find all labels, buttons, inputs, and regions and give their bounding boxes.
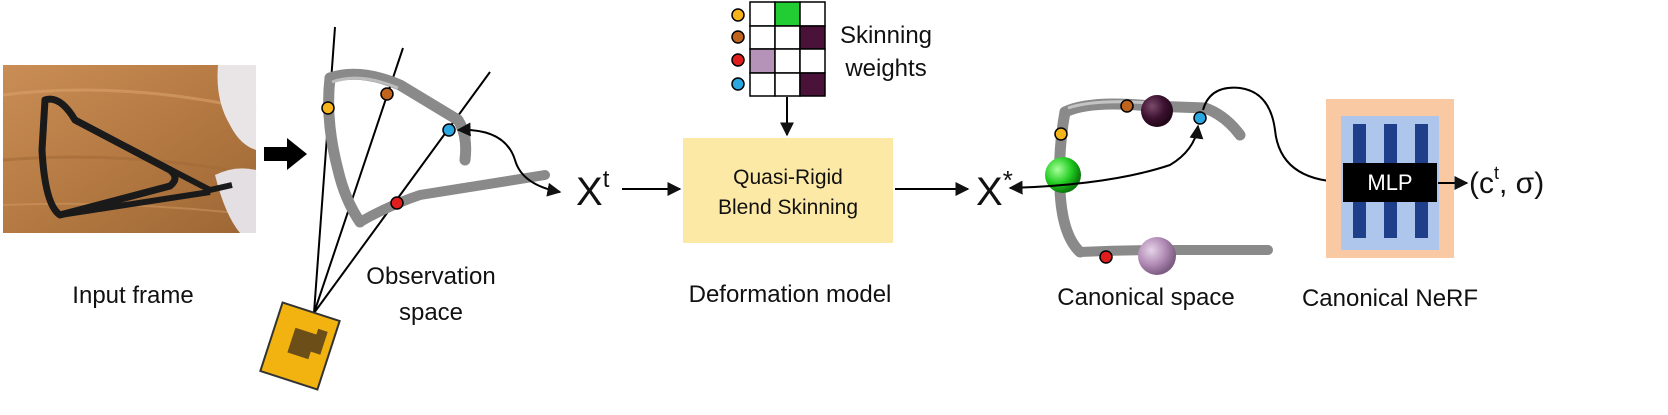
canonical-nerf-block: MLP: [1326, 99, 1454, 258]
qrbs-line2: Blend Skinning: [718, 196, 858, 219]
weights-joint-blue: [731, 77, 745, 91]
canonical-joint-yellow: [1054, 127, 1068, 141]
canonical-to-mlp-arrow: [1202, 86, 1344, 189]
skinning-weights-grid: [731, 1, 826, 97]
qrbs-block: [683, 138, 893, 243]
skinning-label-line2: weights: [844, 55, 926, 82]
observation-label-line2: space: [399, 299, 463, 326]
output-symbol: (ct, σ): [1469, 163, 1544, 200]
observation-label-line1: Observation: [366, 263, 495, 290]
input-arrow-icon: [264, 138, 307, 170]
input-frame-photo: [2, 65, 257, 233]
observation-to-xt-arrow: [456, 122, 562, 197]
weights-joint-orange: [731, 30, 745, 44]
canonical-joint-orange: [1120, 99, 1134, 113]
weights-joint-yellow: [731, 8, 745, 22]
xstar-to-canonical-arrow: [1008, 124, 1204, 195]
weights-joint-red: [731, 53, 745, 67]
input-frame-label: Input frame: [72, 282, 193, 309]
xstar-symbol: X*: [976, 165, 1013, 214]
canonical-joint-dark: [1141, 95, 1173, 127]
joint-blue: [442, 123, 456, 137]
canonical-joint-green: [1045, 157, 1081, 193]
joint-orange: [380, 87, 394, 101]
xt-symbol: Xt: [576, 166, 610, 214]
skinning-label-line1: Skinning: [840, 22, 932, 49]
canonical-space: [1008, 86, 1344, 275]
canonical-space-label: Canonical space: [1057, 284, 1234, 311]
canonical-joint-light: [1138, 237, 1176, 275]
deformation-model-label: Deformation model: [689, 281, 892, 308]
camera-ray: [313, 26, 336, 314]
canonical-joint-blue: [1193, 111, 1207, 125]
joint-yellow: [321, 101, 335, 115]
camera-icon: [259, 301, 341, 391]
mlp-block: [1343, 163, 1437, 202]
hand-top: [217, 65, 256, 150]
canonical-nerf-label: Canonical NeRF: [1302, 285, 1478, 312]
canonical-joint-red: [1099, 250, 1113, 264]
qrbs-line1: Quasi-Rigid: [733, 166, 843, 189]
observation-space: [259, 26, 562, 391]
mlp-label: MLP: [1367, 170, 1412, 195]
joint-red: [390, 196, 404, 210]
camera-ray: [313, 71, 491, 314]
glasses-shape: [38, 95, 179, 219]
